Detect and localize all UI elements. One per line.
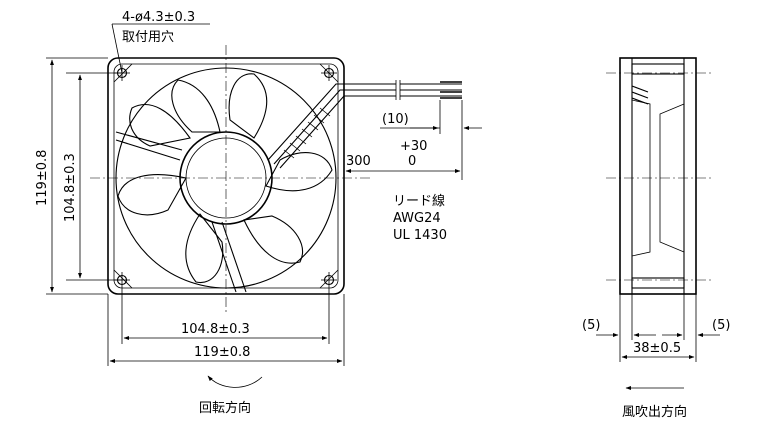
lead-tolerance-upper: +30 bbox=[400, 139, 427, 154]
fan-hub bbox=[179, 131, 273, 225]
lead-label-line1: リード線 bbox=[393, 193, 445, 209]
side-view bbox=[606, 57, 712, 295]
rotation-arrow-icon bbox=[207, 375, 263, 388]
vertical-dimensions: 119±0.8 104.8±0.3 bbox=[35, 57, 122, 295]
fan-blades bbox=[117, 73, 333, 284]
side-right-gap-dim: (5) bbox=[712, 318, 730, 333]
side-dimensions: (5) (5) 38±0.5 bbox=[582, 294, 730, 362]
airflow-direction: 風吹出方向 bbox=[622, 386, 687, 420]
lead-label-line2: AWG24 bbox=[393, 211, 441, 226]
side-depth-dim: 38±0.5 bbox=[633, 341, 681, 356]
horizontal-inner-dim: 104.8±0.3 bbox=[181, 322, 250, 337]
side-frame-outline bbox=[619, 57, 697, 295]
vertical-outer-dim: 119±0.8 bbox=[35, 150, 50, 206]
vertical-inner-dim: 104.8±0.3 bbox=[63, 153, 78, 222]
mounting-hole-note: 取付用穴 bbox=[122, 30, 174, 45]
airflow-label: 風吹出方向 bbox=[622, 404, 687, 420]
lead-length-nominal: 300 bbox=[346, 154, 371, 169]
lead-offset-dim: (10) bbox=[382, 112, 409, 127]
fan-frame-outline bbox=[107, 57, 345, 295]
mounting-hole-spec: 4-ø4.3±0.3 bbox=[122, 10, 195, 25]
side-left-gap-dim: (5) bbox=[582, 318, 600, 333]
mounting-hole-bottom-right bbox=[321, 272, 337, 288]
rotation-label: 回転方向 bbox=[199, 400, 251, 416]
mounting-hole-callout: 4-ø4.3±0.3 取付用穴 bbox=[111, 10, 210, 74]
horizontal-dimensions: 104.8±0.3 119±0.8 bbox=[107, 288, 345, 366]
front-view bbox=[90, 45, 462, 312]
rotation-direction: 回転方向 bbox=[199, 375, 263, 416]
lead-tolerance-lower: 0 bbox=[408, 154, 416, 169]
horizontal-outer-dim: 119±0.8 bbox=[194, 345, 250, 360]
lead-wire-dimensions: (10) +30 300 0 リード線 AWG24 UL 1430 bbox=[345, 100, 482, 243]
fan-housing-circle bbox=[115, 67, 337, 289]
lead-label-line3: UL 1430 bbox=[393, 228, 447, 243]
lead-wire-bundle bbox=[267, 80, 462, 169]
